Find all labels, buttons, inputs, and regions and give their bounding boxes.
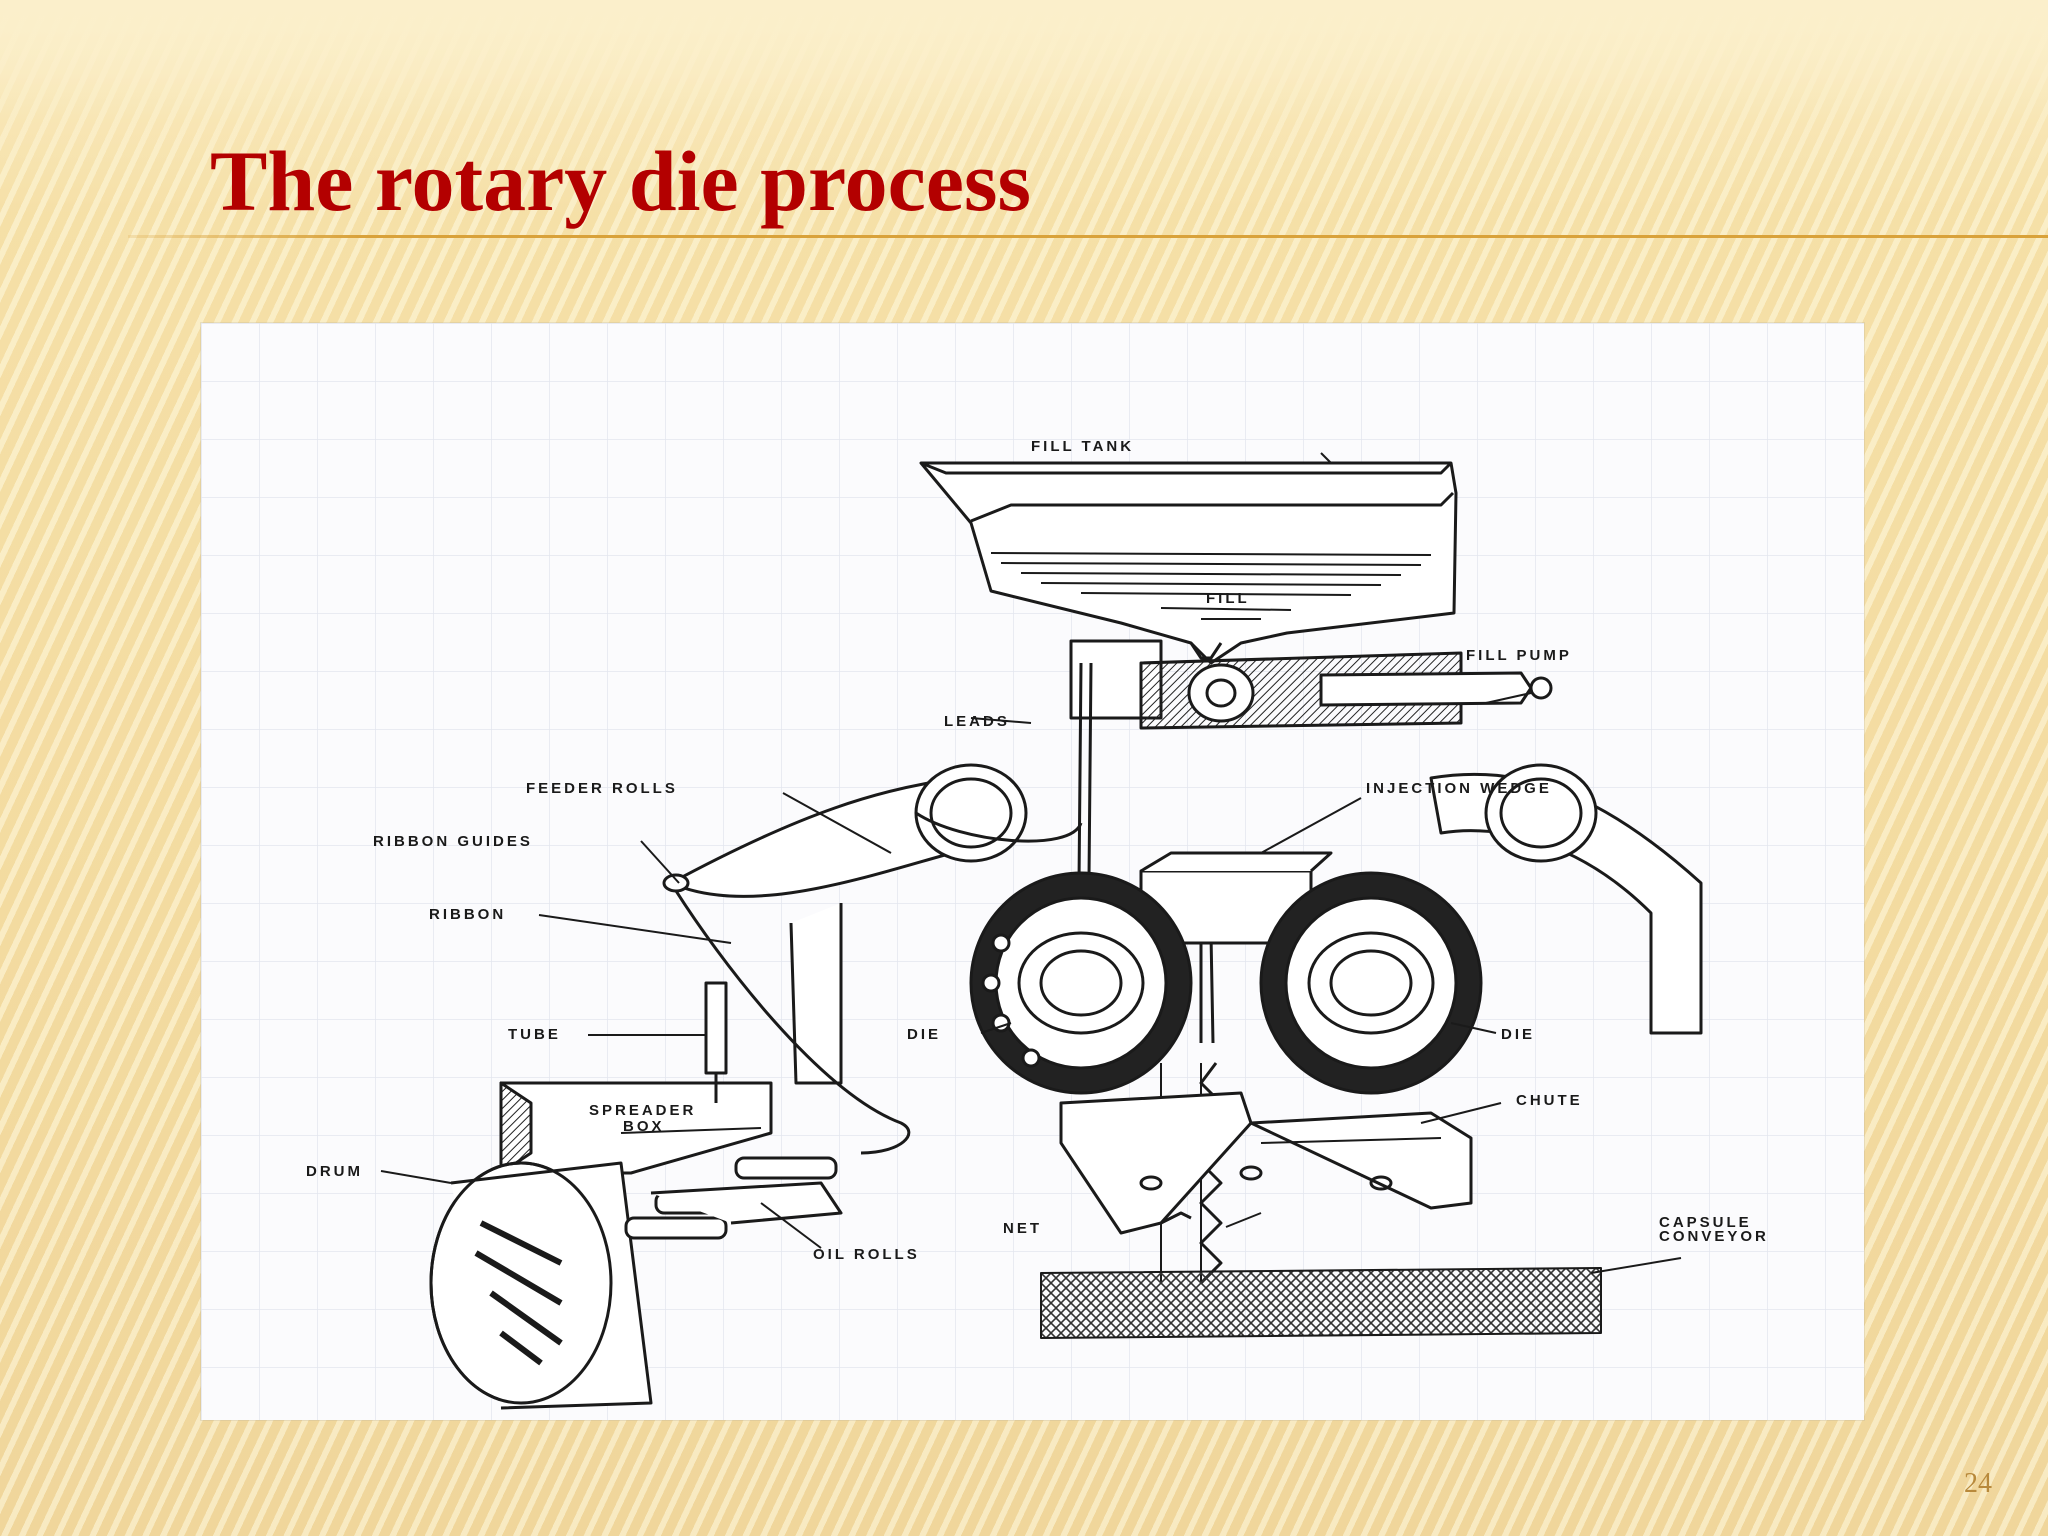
diagram-canvas: FILL TANK FILL FILL PUMP LEADS FEEDER RO… (201, 323, 1864, 1420)
left-feeder-roll (914, 763, 1083, 863)
slide-title: The rotary die process (210, 133, 1031, 229)
label-conveyor: CONVEYOR (1659, 1228, 1769, 1245)
label-die-right: DIE (1501, 1026, 1535, 1043)
label-tube: TUBE (508, 1026, 561, 1043)
label-oil-rolls: OIL ROLLS (813, 1246, 920, 1263)
label-capsule: CAPSULE (1659, 1214, 1752, 1231)
label-fill-tank: FILL TANK (1031, 438, 1134, 455)
label-spreader: SPREADER (589, 1102, 696, 1119)
left-ribbon (669, 776, 993, 1155)
label-feeder-rolls: FEEDER ROLLS (526, 780, 678, 797)
title-underline (128, 235, 2048, 238)
fill-pump (1069, 639, 1553, 730)
label-net: NET (1003, 1220, 1042, 1237)
right-ribbon (1429, 763, 1703, 1035)
label-fill-pump: FILL PUMP (1466, 647, 1572, 664)
ribbon-guide (662, 873, 690, 893)
label-ribbon: RIBBON (429, 906, 506, 923)
rotary-die-diagram: FILL TANK FILL FILL PUMP LEADS FEEDER RO… (201, 323, 1864, 1420)
right-die (1259, 871, 1483, 1095)
oil-rolls (624, 1156, 843, 1240)
spreader-box (499, 1081, 773, 1175)
fill-tank (919, 461, 1458, 665)
label-fill: FILL (1206, 590, 1250, 607)
label-ribbon-guides: RIBBON GUIDES (373, 833, 533, 850)
label-drum: DRUM (306, 1163, 363, 1180)
label-die-left: DIE (907, 1026, 941, 1043)
capsule-conveyor-net (1040, 1267, 1602, 1339)
chutes (1059, 1091, 1473, 1235)
page-number: 24 (1964, 1468, 1992, 1499)
label-leads: LEADS (944, 713, 1010, 730)
slide-background-fade (0, 0, 2048, 120)
tube (704, 981, 728, 1103)
label-box: BOX (623, 1118, 665, 1135)
drum (429, 1161, 653, 1410)
left-die (969, 871, 1193, 1095)
label-chute: CHUTE (1516, 1092, 1583, 1109)
leader-lines (380, 452, 1682, 1274)
label-injection-wedge: INJECTION WEDGE (1366, 780, 1552, 797)
